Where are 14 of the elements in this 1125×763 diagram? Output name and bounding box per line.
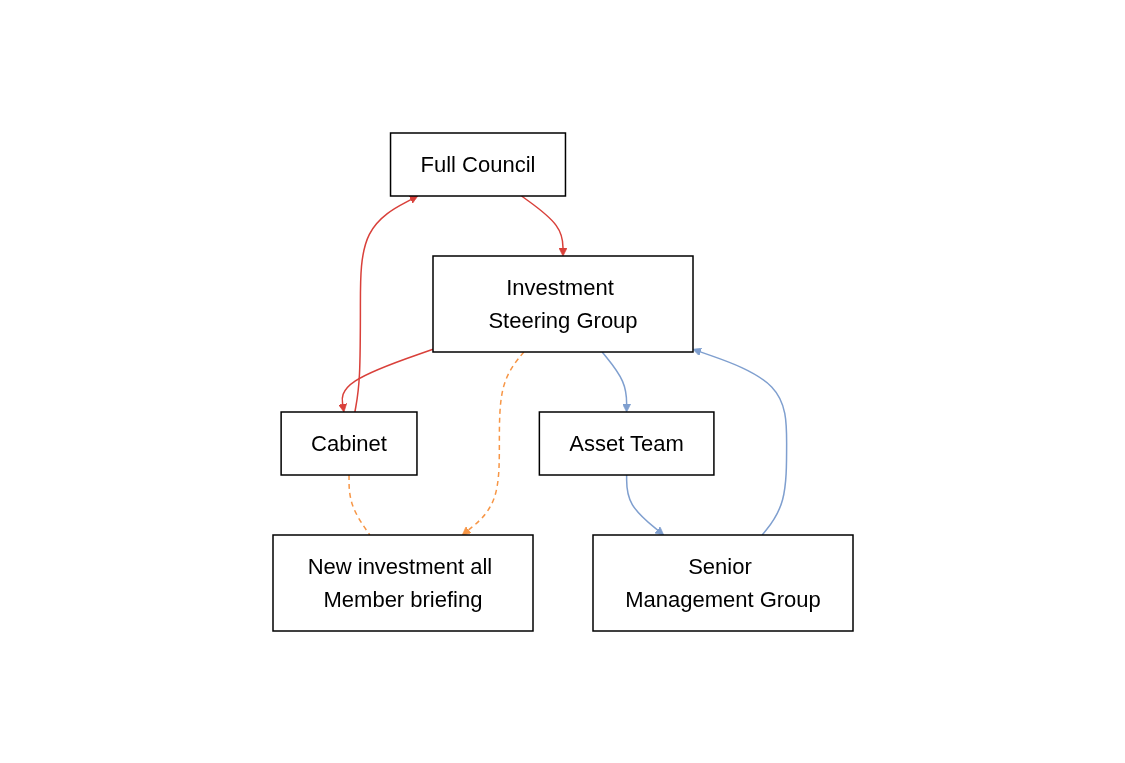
node-box: Cabinet bbox=[279, 410, 418, 476]
arrow bbox=[692, 347, 787, 536]
node-box: Asset Team bbox=[538, 410, 715, 476]
arrow bbox=[353, 195, 418, 413]
arrow bbox=[337, 348, 434, 412]
node-box: Senior Management Group bbox=[591, 533, 854, 632]
connector bbox=[347, 473, 371, 536]
arrow bbox=[600, 350, 631, 412]
arrow bbox=[520, 194, 567, 256]
arrow bbox=[625, 473, 664, 535]
node-box: Full Council bbox=[389, 131, 566, 197]
node-box: Investment Steering Group bbox=[431, 254, 694, 353]
node-box: New investment all Member briefing bbox=[271, 533, 534, 632]
arrow bbox=[461, 350, 525, 535]
